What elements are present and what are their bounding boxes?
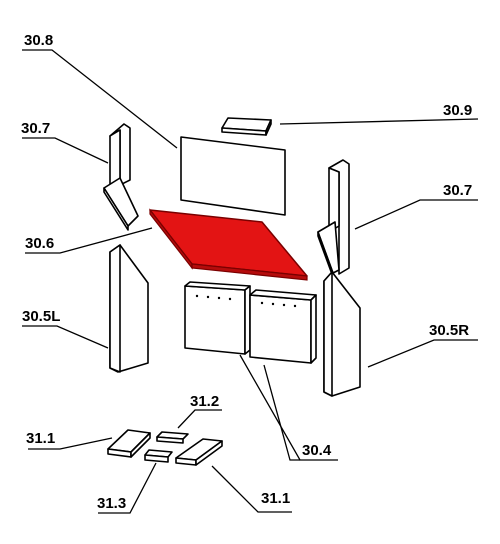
leader-31-3 [98,462,157,514]
part-30-9 [221,117,272,136]
label-30-9: 30.9 [443,102,472,119]
label-30-5L: 30.5L [22,308,60,325]
leader-lines [22,49,479,514]
leader-30-9 [279,118,479,125]
part-31-1-right [175,438,223,466]
part-30-5R [323,271,361,397]
part-31-2 [156,431,189,444]
label-30-7-right: 30.7 [443,182,472,199]
label-30-5R: 30.5R [429,322,469,339]
part-30-4-right-brick [249,289,317,364]
part-30-8 [180,136,286,216]
label-30-7-left: 30.7 [21,120,50,137]
leader-30-5R [367,339,478,368]
leader-31-1-right [211,465,292,513]
part-31-3 [144,449,173,463]
label-31-1-left: 31.1 [26,430,55,447]
leader-30-7-right [354,199,478,230]
label-31-2: 31.2 [190,393,219,410]
leader-30-8 [22,49,178,149]
leader-30-7-left [22,137,109,164]
label-30-6: 30.6 [25,235,54,252]
leader-31-1-left [28,437,113,450]
label-31-1-right: 31.1 [261,490,290,507]
leader-31-2 [177,409,222,429]
part-30-5L [109,244,149,373]
leader-30-6 [25,227,153,254]
part-31-1-left [107,429,151,458]
part-30-7-left [103,123,139,231]
part-30-4-left-brick [184,281,251,355]
label-30-8: 30.8 [24,32,53,49]
part-30-6-red-plate [149,208,308,281]
part-30-7-right [317,159,350,278]
leader-30-4-b [263,364,300,461]
leader-30-5L [22,325,109,349]
label-30-4: 30.4 [302,442,332,459]
label-31-3: 31.3 [97,495,126,512]
